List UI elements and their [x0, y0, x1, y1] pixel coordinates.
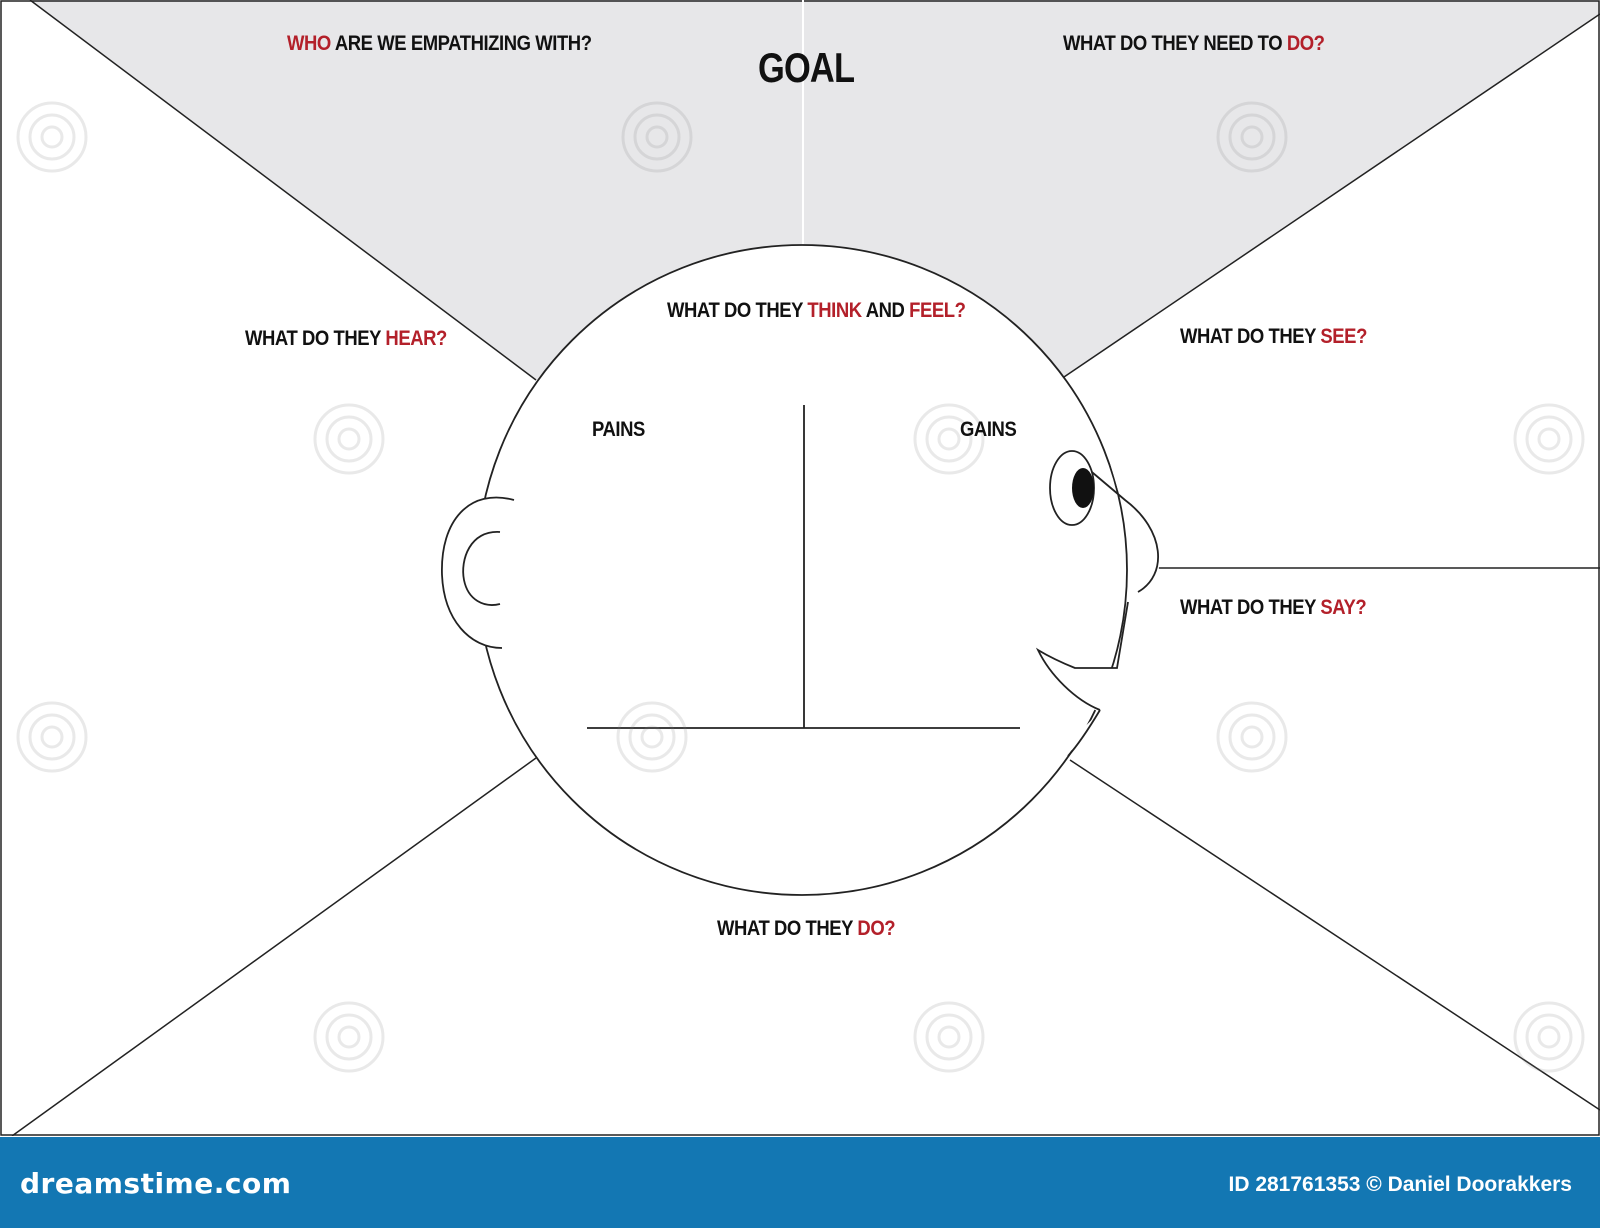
do-label: WHAT DO THEY DO? [717, 917, 896, 941]
see-label: WHAT DO THEY SEE? [1180, 325, 1367, 349]
see-label-prefix: WHAT DO THEY [1180, 325, 1321, 348]
head-outline [476, 244, 1128, 896]
watermark-swirl-icon [616, 701, 688, 773]
diagonal-top-right [1063, 13, 1600, 378]
say-label-accent: SAY? [1320, 596, 1367, 619]
hear-label-accent: HEAR? [385, 327, 447, 350]
mouth-line [1035, 601, 1129, 711]
watermark-swirl-icon [1513, 403, 1585, 475]
watermark-swirl-icon [913, 1001, 985, 1073]
who-label-accent: WHO [287, 32, 331, 55]
need-to-do-label: WHAT DO THEY NEED TO DO? [1063, 32, 1325, 56]
hear-label-prefix: WHAT DO THEY [245, 327, 386, 350]
who-label: WHO ARE WE EMPATHIZING WITH? [287, 32, 592, 56]
diagonal-bottom-right [1069, 759, 1600, 1111]
watermark-swirl-icon [16, 101, 88, 173]
eye-pupil [1072, 468, 1094, 508]
chin-line [1067, 709, 1101, 757]
think-feel-label-prefix: WHAT DO THEY [667, 299, 808, 322]
empathy-map-drawing [0, 0, 1600, 1136]
hear-label: WHAT DO THEY HEAR? [245, 327, 447, 351]
think-feel-label-mid: AND [861, 299, 910, 322]
think-feel-label: WHAT DO THEY THINK AND FEEL? [667, 299, 966, 323]
watermark-swirl-icon [621, 101, 693, 173]
footer-credit: ID 281761353 © Daniel Doorakkers [1228, 1173, 1572, 1196]
think-feel-label-think: THINK [807, 299, 862, 322]
see-label-accent: SEE? [1320, 325, 1367, 348]
watermark-swirl-icon [913, 403, 985, 475]
nose-line [1079, 461, 1159, 593]
say-label-prefix: WHAT DO THEY [1180, 596, 1321, 619]
watermark-swirl-icon [1513, 1001, 1585, 1073]
ear-outer [441, 496, 515, 649]
watermark-swirl-icon [16, 701, 88, 773]
ear-inner [462, 531, 501, 606]
do-label-prefix: WHAT DO THEY [717, 917, 858, 940]
goal-region [30, 0, 1600, 380]
watermark-swirl-icon [313, 1001, 385, 1073]
watermark-swirl-icon [1216, 101, 1288, 173]
need-to-do-label-accent: DO? [1286, 32, 1325, 55]
do-label-accent: DO? [857, 917, 896, 940]
pains-label: PAINS [592, 418, 645, 441]
diagonal-bottom-left [11, 757, 537, 1136]
watermark-footer: dreamstime.com ID 281761353 © Daniel Doo… [0, 1137, 1600, 1228]
who-label-rest: ARE WE EMPATHIZING WITH? [330, 32, 592, 55]
gains-label: GAINS [960, 418, 1017, 441]
watermark-swirl-icon [313, 403, 385, 475]
watermark-swirl-icon [1216, 701, 1288, 773]
empathy-map-canvas: GOAL WHO ARE WE EMPATHIZING WITH? WHAT D… [0, 0, 1600, 1136]
need-to-do-label-prefix: WHAT DO THEY NEED TO [1063, 32, 1287, 55]
think-feel-label-feel: FEEL? [909, 299, 966, 322]
face-profile [1040, 395, 1160, 770]
goal-heading: GOAL [758, 44, 855, 91]
diagonal-top-left [29, 0, 537, 381]
say-label: WHAT DO THEY SAY? [1180, 596, 1367, 620]
footer-logo: dreamstime.com [20, 1167, 292, 1200]
